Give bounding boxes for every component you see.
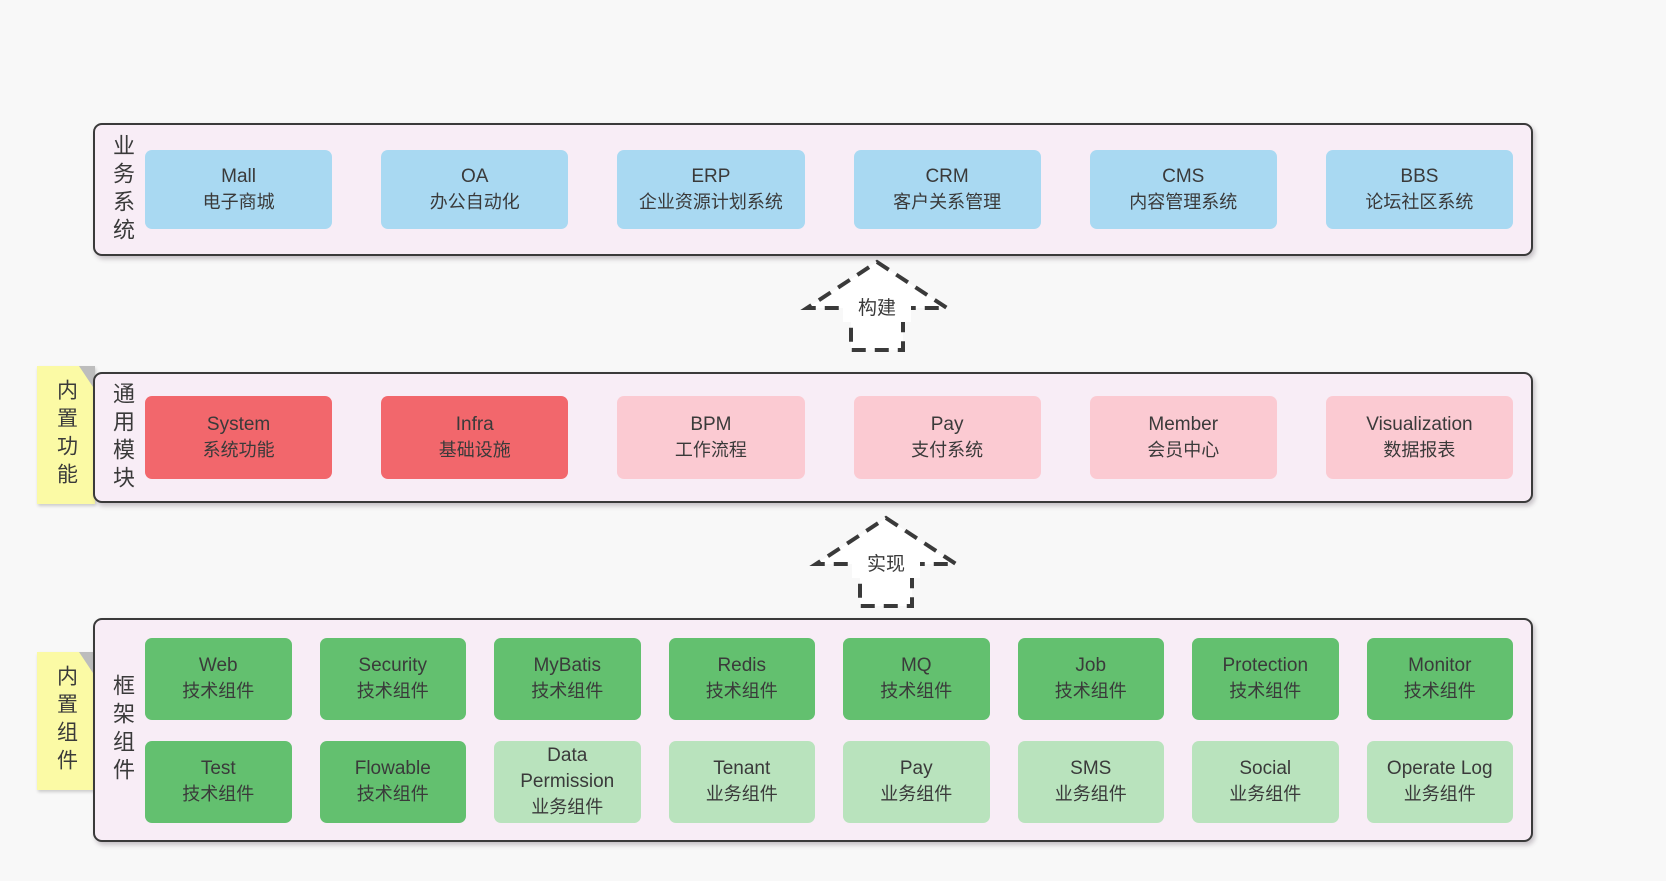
business-systems-grid: Mall 电子商城 OA 办公自动化 ERP 企业资源计划系统 CRM 客户关系…: [145, 150, 1513, 229]
framework-components-grid: Web 技术组件 Security 技术组件 MyBatis 技术组件 Redi…: [145, 637, 1513, 823]
box-redis: Redis 技术组件: [668, 637, 815, 720]
box-title-cn: 工作流程: [674, 440, 747, 461]
box-title-en: System: [206, 413, 271, 435]
box-title-en: Security: [358, 654, 428, 676]
box-pay-component: Pay 业务组件: [843, 740, 990, 823]
box-title-en: Flowable: [354, 757, 431, 779]
box-system: System 系统功能: [145, 396, 333, 479]
build-arrow-label: 构建: [843, 297, 911, 322]
box-title-en: CRM: [925, 165, 969, 187]
box-monitor: Monitor 技术组件: [1366, 637, 1513, 720]
box-title-en: MQ: [900, 654, 932, 676]
common-modules-band-label: 通用模块: [110, 381, 135, 494]
box-title-en: Member: [1148, 413, 1219, 435]
box-title-en: Visualization: [1366, 413, 1473, 435]
box-title-en: Job: [1075, 654, 1107, 676]
box-member: Member 会员中心: [1089, 396, 1277, 479]
box-mq: MQ 技术组件: [843, 637, 990, 720]
framework-components-band: 框架组件 Web 技术组件 Security 技术组件 MyBatis 技术组件…: [93, 618, 1533, 842]
box-title-en: Web: [198, 654, 238, 676]
box-title-en: Monitor: [1408, 654, 1472, 676]
box-title-en: Redis: [717, 654, 767, 676]
box-data-permission: Data Permission 业务组件: [494, 740, 641, 823]
box-title-en: Protection: [1222, 654, 1309, 676]
box-operate-log: Operate Log 业务组件: [1366, 740, 1513, 823]
box-title-cn: 企业资源计划系统: [638, 192, 783, 213]
box-title-en: Infra: [455, 413, 494, 435]
box-title-en: Operate Log: [1386, 757, 1493, 779]
box-title-cn: 论坛社区系统: [1365, 192, 1474, 213]
builtin-components-note: 内置组件: [37, 652, 95, 790]
box-title-en: Data Permission: [520, 744, 615, 793]
box-web: Web 技术组件: [145, 637, 292, 720]
box-title-en: ERP: [691, 165, 731, 187]
box-title-cn: 会员中心: [1147, 440, 1220, 461]
box-title-en: Test: [200, 757, 236, 779]
box-bbs: BBS 论坛社区系统: [1325, 150, 1513, 229]
box-protection: Protection 技术组件: [1192, 637, 1339, 720]
box-title-cn: 技术组件: [182, 681, 255, 702]
box-title-en: SMS: [1070, 757, 1112, 779]
framework-components-band-label: 框架组件: [110, 674, 135, 786]
box-title-en: CMS: [1162, 165, 1205, 187]
box-title-cn: 技术组件: [1403, 681, 1476, 702]
box-mall: Mall 电子商城: [145, 150, 333, 229]
box-pay-module: Pay 支付系统: [853, 396, 1041, 479]
box-mybatis: MyBatis 技术组件: [494, 637, 641, 720]
box-title-cn: 数据报表: [1383, 440, 1456, 461]
common-modules-grid: System 系统功能 Infra 基础设施 BPM 工作流程 Pay 支付系统…: [145, 396, 1513, 479]
box-title-cn: 业务组件: [880, 784, 953, 805]
box-crm: CRM 客户关系管理: [853, 150, 1041, 229]
box-erp: ERP 企业资源计划系统: [617, 150, 805, 229]
box-title-cn: 技术组件: [880, 681, 953, 702]
box-title-cn: 支付系统: [911, 440, 984, 461]
box-title-cn: 技术组件: [356, 784, 429, 805]
box-title-cn: 业务组件: [1403, 784, 1476, 805]
box-title-en: Pay: [899, 757, 933, 779]
business-systems-band-label: 业务系统: [110, 133, 135, 246]
box-title-cn: 客户关系管理: [893, 192, 1002, 213]
builtin-features-note: 内置功能: [37, 366, 95, 504]
box-sms: SMS 业务组件: [1017, 740, 1164, 823]
box-title-cn: 业务组件: [1054, 784, 1127, 805]
box-title-en: BPM: [690, 413, 732, 435]
box-title-cn: 技术组件: [1229, 681, 1302, 702]
box-title-en: BBS: [1400, 165, 1439, 187]
box-title-en: OA: [461, 165, 489, 187]
box-title-cn: 技术组件: [356, 681, 429, 702]
builtin-components-note-label: 内置组件: [54, 665, 78, 777]
box-title-cn: 基础设施: [438, 440, 511, 461]
box-social: Social 业务组件: [1192, 740, 1339, 823]
box-test: Test 技术组件: [145, 740, 292, 823]
box-title-cn: 业务组件: [1229, 784, 1302, 805]
box-title-cn: 业务组件: [705, 784, 778, 805]
box-title-en: Tenant: [713, 757, 771, 779]
box-title-cn: 办公自动化: [429, 192, 520, 213]
box-job: Job 技术组件: [1017, 637, 1164, 720]
box-title-cn: 电子商城: [202, 192, 275, 213]
box-title-cn: 技术组件: [705, 681, 778, 702]
implement-arrow-label: 实现: [852, 553, 920, 578]
box-visualization: Visualization 数据报表: [1325, 396, 1513, 479]
box-title-cn: 内容管理系统: [1129, 192, 1238, 213]
box-cms: CMS 内容管理系统: [1089, 150, 1277, 229]
box-title-cn: 技术组件: [182, 784, 255, 805]
box-title-cn: 技术组件: [531, 681, 604, 702]
box-flowable: Flowable 技术组件: [319, 740, 466, 823]
box-title-en: Mall: [221, 165, 256, 187]
builtin-features-note-label: 内置功能: [54, 379, 78, 491]
box-title-cn: 技术组件: [1054, 681, 1127, 702]
business-systems-band: 业务系统 Mall 电子商城 OA 办公自动化 ERP 企业资源计划系统 CRM…: [93, 123, 1533, 256]
box-title-en: MyBatis: [533, 654, 602, 676]
box-bpm: BPM 工作流程: [617, 396, 805, 479]
box-infra: Infra 基础设施: [381, 396, 569, 479]
box-tenant: Tenant 业务组件: [668, 740, 815, 823]
box-title-cn: 系统功能: [202, 440, 275, 461]
box-oa: OA 办公自动化: [381, 150, 569, 229]
box-security: Security 技术组件: [319, 637, 466, 720]
box-title-cn: 业务组件: [531, 797, 604, 818]
common-modules-band: 通用模块 System 系统功能 Infra 基础设施 BPM 工作流程 Pay…: [93, 372, 1533, 503]
box-title-en: Social: [1239, 757, 1292, 779]
box-title-en: Pay: [930, 413, 964, 435]
